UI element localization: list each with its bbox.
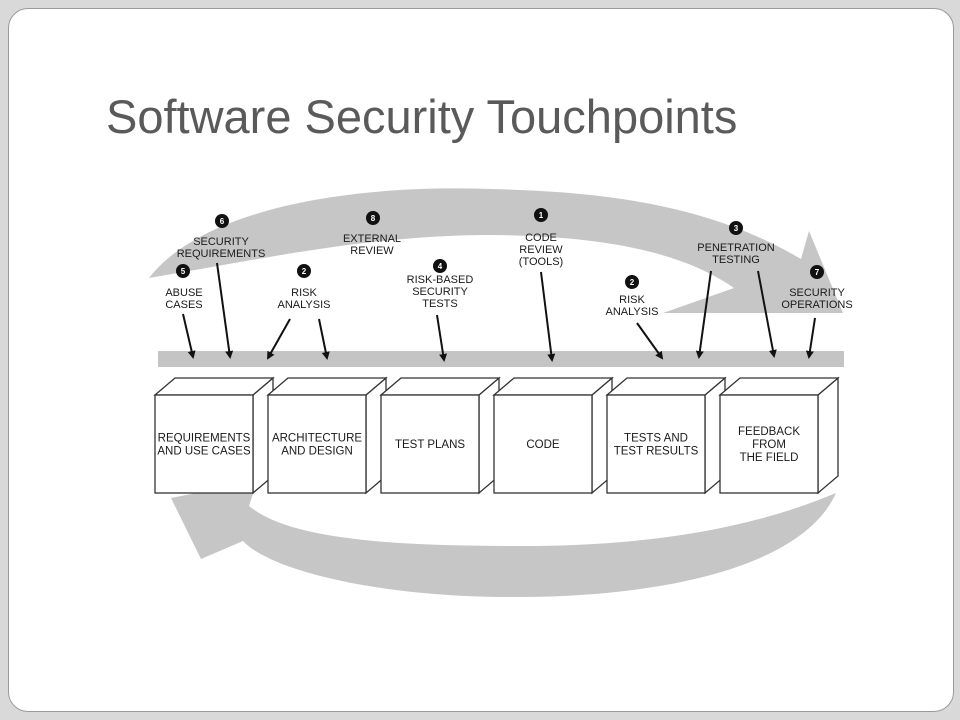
box-label-line: CODE: [526, 439, 560, 451]
box-label-line: REQUIREMENTS: [158, 433, 251, 445]
box-top-face: [492, 377, 614, 396]
touchpoint-number: 3: [734, 224, 739, 233]
box-label-line: FROM: [752, 439, 786, 451]
touchpoint-number: 4: [438, 262, 443, 271]
touchpoint-label-line: ANALYSIS: [606, 306, 659, 318]
slide-title: Software Security Touchpoints: [106, 90, 738, 143]
touchpoint-number-badge: [215, 214, 229, 228]
touchpoint-label-line: SECURITY: [412, 286, 468, 298]
box-top-face: [379, 377, 501, 396]
touchpoint-label-line: EXTERNAL: [343, 233, 401, 245]
touchpoint-number: 6: [220, 217, 225, 226]
box-label-line: FEEDBACK: [738, 426, 800, 438]
touchpoint-label-line: (TOOLS): [519, 256, 563, 268]
touchpoint-label-line: SECURITY: [193, 236, 249, 248]
touchpoint-label-line: REQUIREMENTS: [177, 248, 266, 260]
box-label-line: AND DESIGN: [281, 446, 353, 458]
touchpoint-number-badge: [534, 208, 548, 222]
box-label-line: TEST RESULTS: [614, 446, 699, 458]
box-top-face: [718, 377, 840, 396]
arrow-risk-analysis-arch-b: [318, 318, 330, 360]
arrow-risk-analysis-tests: [636, 322, 664, 360]
touchpoint-labels: 6SECURITYREQUIREMENTS5ABUSECASES8EXTERNA…: [165, 208, 853, 318]
arrow-security-operations: [805, 317, 816, 359]
touchpoint-arrows: [182, 262, 816, 362]
box-label-line: ARCHITECTURE: [272, 433, 362, 445]
box-top-face: [153, 377, 275, 396]
arrow-penetration-b: [757, 270, 777, 358]
box-side-face: [817, 376, 839, 495]
touchpoint-number-badge: [729, 221, 743, 235]
phase-box: TEST PLANS: [379, 376, 501, 495]
box-front-face: [606, 394, 706, 494]
box-front-face: [267, 394, 367, 494]
arrow-risk-analysis-arch-a: [267, 318, 291, 360]
box-label-line: AND USE CASES: [157, 446, 251, 458]
touchpoint-label-line: TESTS: [422, 298, 457, 310]
touchpoint-label-line: REVIEW: [519, 244, 563, 256]
touchpoint-label-line: OPERATIONS: [781, 299, 852, 311]
arrow-risk-based-tests: [436, 314, 448, 362]
touchpoint-label-line: SECURITY: [789, 287, 845, 299]
touchpoint-label-line: RISK: [619, 294, 645, 306]
touchpoint-number: 5: [181, 267, 186, 276]
box-label-line: TEST PLANS: [395, 439, 465, 451]
box-top-face: [605, 377, 727, 396]
arrow-security-requirements: [216, 262, 234, 359]
slide: Software Security Touchpoints REQUIREMEN…: [8, 8, 954, 712]
arrow-abuse-cases: [182, 313, 196, 359]
touchpoint-label-line: ABUSE: [165, 287, 202, 299]
touchpoint-label-line: REVIEW: [350, 245, 394, 257]
touchpoint-label-line: RISK: [291, 287, 317, 299]
touchpoint-number-badge: [625, 275, 639, 289]
box-front-face: [380, 394, 480, 494]
touchpoint-number: 7: [815, 268, 820, 277]
box-front-face: [719, 394, 819, 494]
touchpoint-label-line: PENETRATION: [697, 242, 774, 254]
touchpoint-label-line: CASES: [165, 299, 202, 311]
touchpoint-number-badge: [366, 211, 380, 225]
box-label-line: THE FIELD: [740, 452, 799, 464]
arrow-code-review: [540, 271, 556, 362]
touchpoint-number-badge: [810, 265, 824, 279]
touchpoint-label-line: RISK-BASED: [407, 274, 474, 286]
touchpoint-number: 1: [539, 211, 544, 220]
box-front-face: [154, 394, 254, 494]
process-bar: [158, 351, 844, 367]
box-front-face: [493, 394, 593, 494]
touchpoint-number-badge: [433, 259, 447, 273]
touchpoint-label-line: ANALYSIS: [278, 299, 331, 311]
touchpoint-label-line: TESTING: [712, 254, 760, 266]
touchpoint-number-badge: [297, 264, 311, 278]
touchpoint-number: 2: [302, 267, 307, 276]
bottom-cycle-arrow: [171, 481, 836, 598]
arrow-penetration-a: [695, 270, 712, 359]
top-cycle-arrow: [149, 188, 843, 313]
box-top-face: [266, 377, 388, 396]
box-label-line: TESTS AND: [624, 433, 688, 445]
phase-box: CODE: [492, 376, 614, 495]
touchpoint-label-line: CODE: [525, 232, 557, 244]
touchpoint-number: 2: [630, 278, 635, 287]
touchpoint-number: 8: [371, 214, 376, 223]
touchpoint-number-badge: [176, 264, 190, 278]
